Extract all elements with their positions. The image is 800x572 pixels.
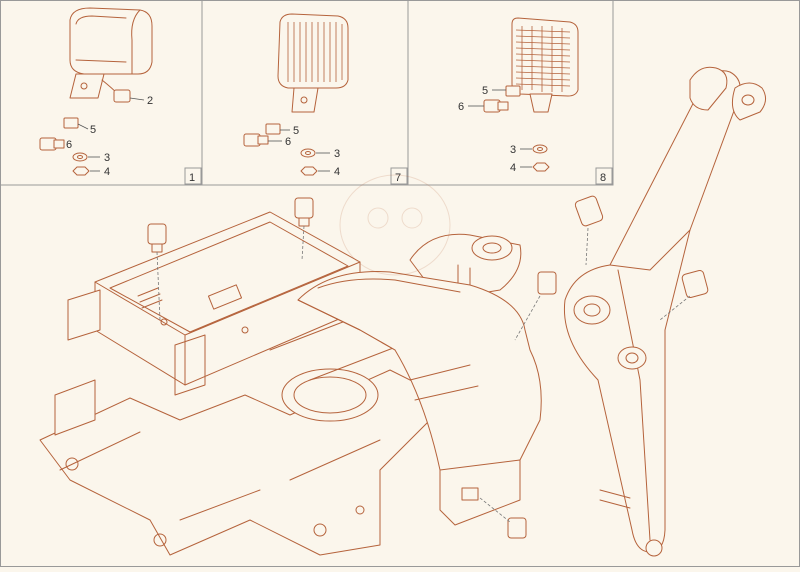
- connector-part-6-plug: [53, 139, 65, 149]
- boom-tip-bracket: [689, 66, 728, 111]
- boom-pin-boss: [471, 235, 513, 261]
- upper-frame: [39, 211, 522, 556]
- boom-assembly: [563, 66, 766, 557]
- deck-plate: [207, 284, 243, 310]
- callout-label: 5: [293, 125, 299, 137]
- watermark-mascot: [339, 174, 451, 276]
- lamp-fins: [515, 26, 571, 92]
- callout-label: 3: [104, 152, 110, 164]
- lamp-housing: [277, 13, 349, 89]
- nut-part-4: [72, 166, 90, 176]
- callout-label: 4: [104, 166, 110, 178]
- callout-label: 5: [90, 124, 96, 136]
- nut-part-4: [300, 166, 318, 176]
- boom-tip-pin-boss: [731, 82, 766, 121]
- boom-lamp-lower: [681, 269, 709, 299]
- bracket-bolt: [300, 96, 308, 104]
- panel-7-callouts: 5 6 3 4 7: [268, 125, 401, 184]
- mount-hole: [153, 533, 167, 547]
- lamp-lens-edge: [75, 15, 127, 63]
- boom-end-pin: [645, 539, 663, 557]
- hood-vents: [409, 364, 479, 401]
- boom-center-edge: [617, 269, 651, 541]
- washer-part-3: [532, 144, 548, 154]
- hood-crease: [317, 278, 461, 293]
- connector-part-5: [505, 85, 521, 97]
- frame-lamp-right: [537, 271, 557, 295]
- deck-slots: [137, 287, 163, 309]
- frame-base-plate: [39, 369, 451, 556]
- panel-8-number-box: [595, 167, 613, 185]
- callout-label: 5: [482, 85, 488, 97]
- boom-top-edge: [609, 229, 691, 271]
- left-bracket: [67, 289, 101, 341]
- panel-7-lamp: [243, 13, 349, 176]
- counterweight-grille: [461, 487, 479, 501]
- callout-label: 2: [147, 95, 153, 107]
- lamp-side-edge: [131, 9, 141, 75]
- callout-label: 3: [510, 144, 516, 156]
- hood-front-edge: [297, 299, 396, 351]
- boom-weld-plates: [599, 489, 631, 509]
- engine-cover: [297, 271, 542, 526]
- callout-label: 6: [458, 101, 464, 113]
- boom-foot-pin: [573, 295, 611, 325]
- frame-mounted-lamps: [147, 197, 557, 539]
- callout-label: 4: [334, 166, 340, 178]
- frame-lamp-left: [147, 223, 167, 245]
- washer-part-3: [300, 148, 316, 158]
- panel-1-lamp: [39, 7, 153, 176]
- left-lower-bracket: [54, 379, 96, 436]
- washer-part-3: [72, 152, 88, 162]
- bracket-bolt: [80, 82, 88, 90]
- panel-number: 7: [395, 172, 401, 184]
- panel-8-lamp: [483, 17, 579, 172]
- panel-8-callouts: 5 6 3 4 8: [458, 85, 606, 184]
- callout-label: 6: [285, 136, 291, 148]
- cylinder-pin: [617, 346, 647, 370]
- panel-7-number-box: [390, 167, 408, 185]
- base-plate-edges: [59, 431, 381, 521]
- panel-number: 1: [189, 172, 195, 184]
- engine-hood: [297, 271, 542, 481]
- connector-part-5: [265, 123, 281, 135]
- panel-number: 8: [600, 172, 606, 184]
- panel-1-callouts: 2 5 6 3 4 1: [66, 95, 195, 184]
- frame-lamp-center: [294, 197, 314, 219]
- lamp-switch: [113, 89, 131, 103]
- lamp-bracket: [291, 87, 319, 113]
- panel-8-frame: [408, 0, 614, 186]
- mount-hole: [65, 457, 79, 471]
- counterweight-lamp: [507, 517, 527, 539]
- callout-label: 3: [334, 148, 340, 160]
- lamp-bracket: [529, 93, 553, 113]
- counterweight: [439, 459, 521, 526]
- connector-part-5: [63, 117, 79, 129]
- callout-label: 6: [66, 139, 72, 151]
- boom-lamp-upper: [574, 195, 604, 227]
- lamp-fins: [287, 22, 343, 82]
- mount-hole: [313, 523, 327, 537]
- deck-inner-edge: [109, 221, 349, 333]
- panel-1-number-box: [184, 167, 202, 185]
- callout-label: 4: [510, 162, 516, 174]
- center-pillar: [174, 334, 206, 396]
- nut-part-4: [532, 162, 550, 172]
